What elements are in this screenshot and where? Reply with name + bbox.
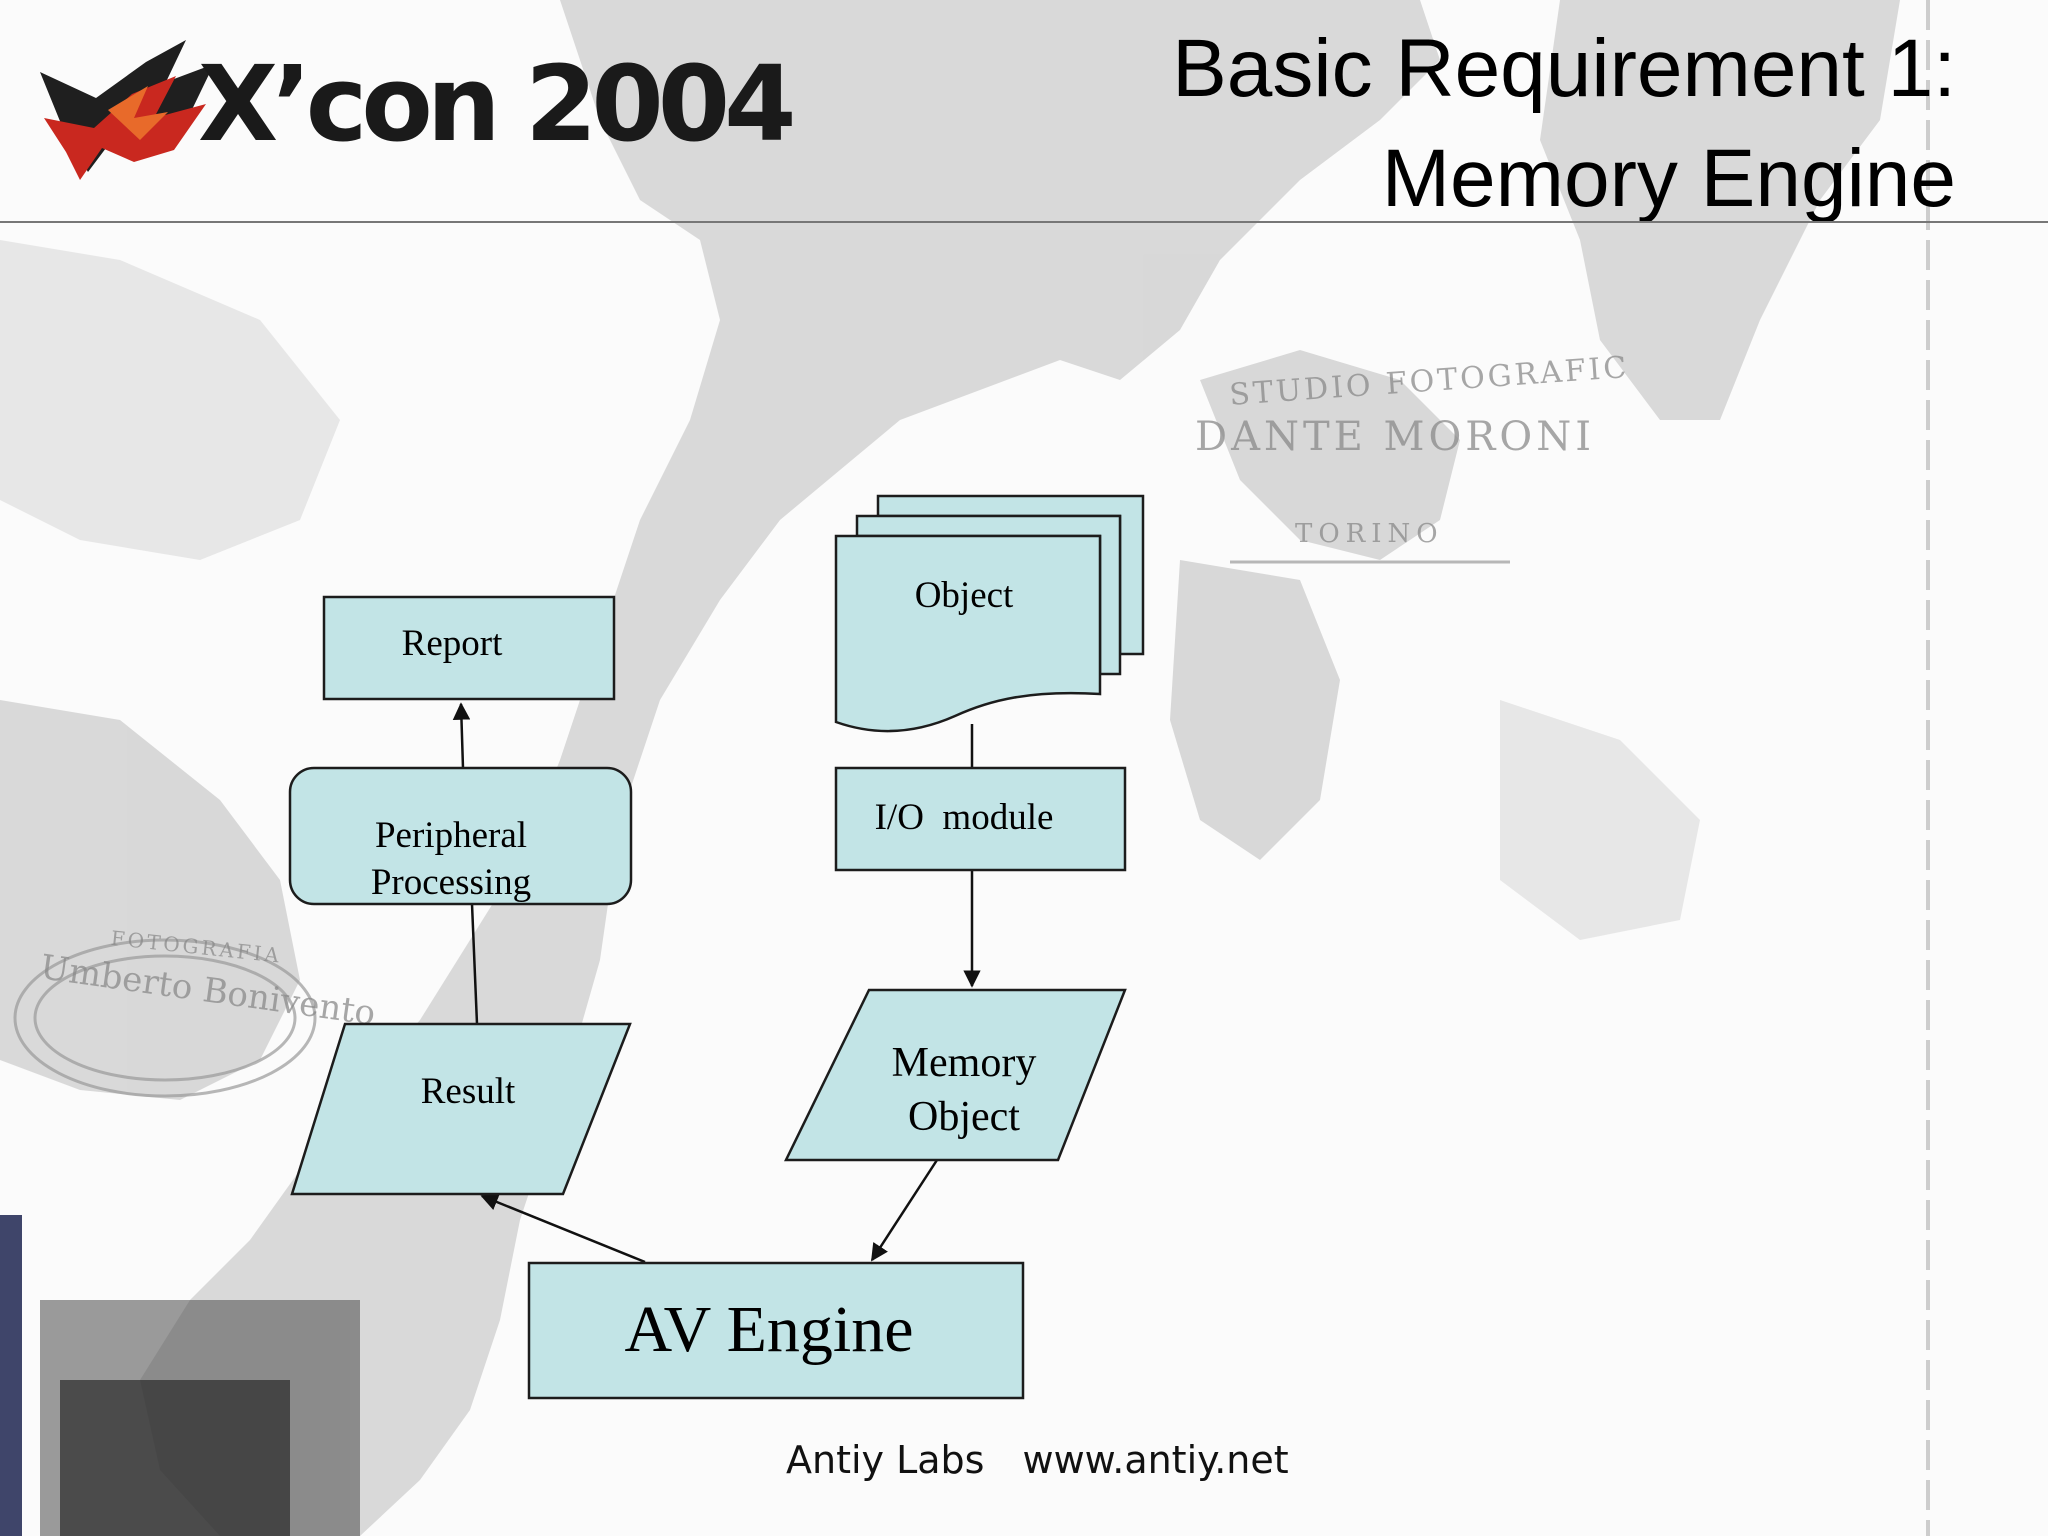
memory-object-label: Memory Object (891, 1040, 1037, 1140)
result-shape (290, 1022, 632, 1196)
edge-avengine-to-result (480, 1193, 646, 1264)
logo-text: X’con 2004 (198, 43, 796, 165)
peripheral-processing-box (288, 766, 633, 906)
footer-org: Antiy Labs (786, 1438, 985, 1482)
footer: Antiy Labs www.antiy.net (786, 1438, 1289, 1482)
edge-memory-to-avengine (870, 1159, 939, 1262)
svg-text:DANTE MORONI: DANTE MORONI (1195, 414, 1595, 460)
header-divider (0, 221, 2048, 223)
io-module-box (834, 766, 1127, 872)
memory-object-shape (783, 988, 1127, 1162)
report-label: Report (401, 623, 503, 664)
footer-url: www.antiy.net (1022, 1438, 1289, 1482)
edge-result-to-peripheral (470, 903, 479, 1025)
edge-peripheral-to-report (452, 702, 471, 769)
object-label: Object (914, 575, 1014, 616)
av-engine-label: AV Engine (624, 1293, 914, 1366)
report-box (322, 595, 616, 701)
result-label: Result (420, 1071, 516, 1112)
io-module-label: I/O module (874, 797, 1054, 838)
svg-text:TORINO: TORINO (1295, 519, 1444, 549)
peripheral-processing-label: Peripheral Processing (370, 815, 532, 903)
title-line-1: Basic Requirement 1: (1172, 23, 1956, 114)
title-line-2: Memory Engine (1381, 133, 1956, 224)
object-document-stack (834, 494, 1145, 733)
av-engine-box (527, 1261, 1025, 1400)
slide-title: Basic Requirement 1: Memory Engine (956, 14, 1956, 234)
xcon-logo-mark-icon (40, 40, 214, 180)
